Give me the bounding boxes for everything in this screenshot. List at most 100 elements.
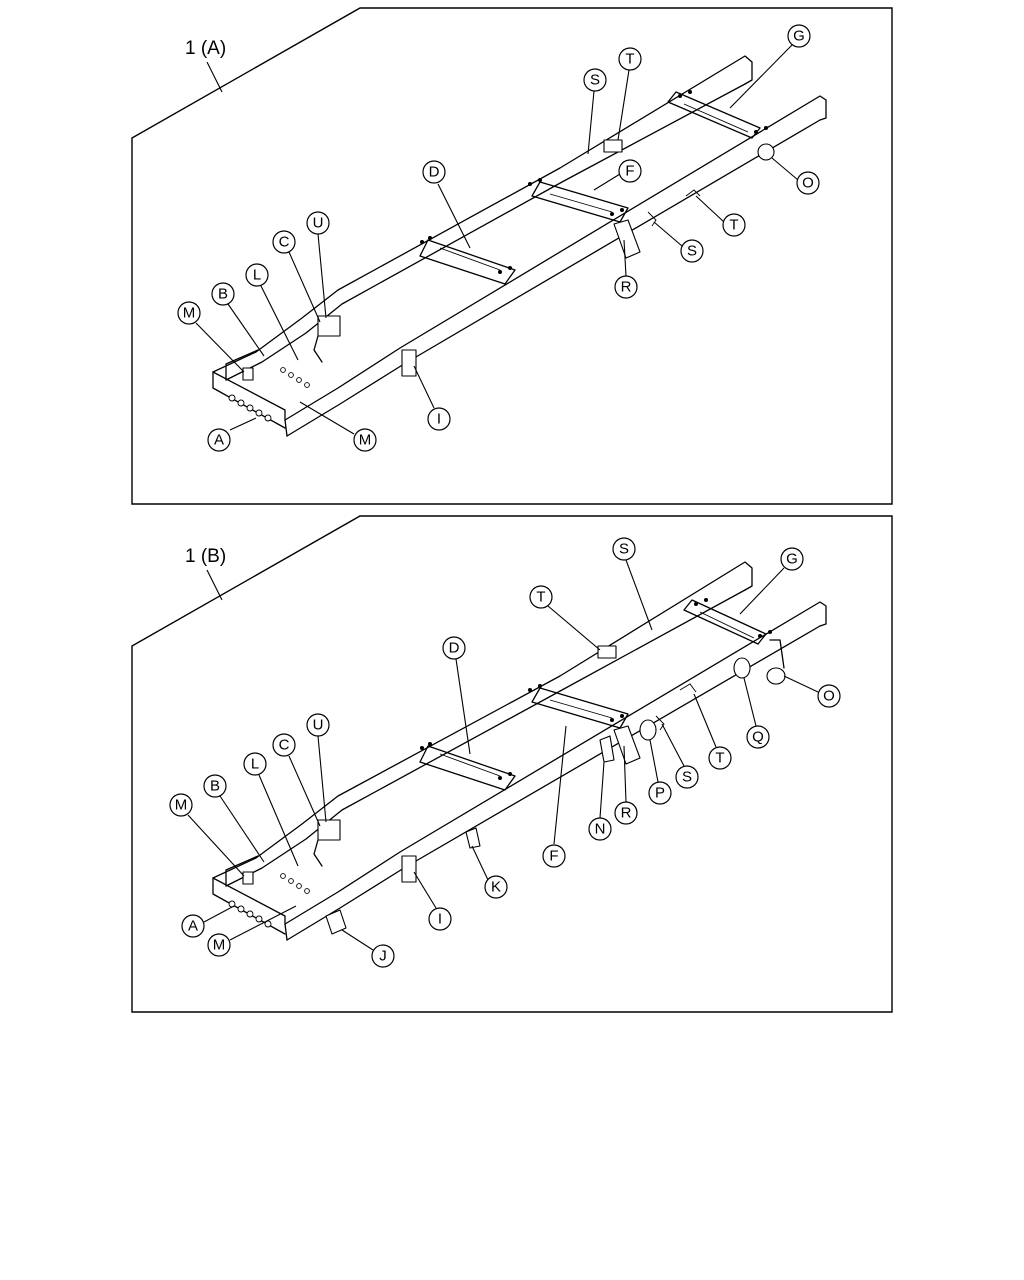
callout-s-bottom: S: [661, 723, 699, 789]
svg-text:C: C: [279, 234, 290, 251]
chassis-frame-b: [212, 561, 827, 941]
svg-text:L: L: [251, 756, 259, 773]
svg-text:I: I: [438, 911, 442, 928]
svg-text:U: U: [313, 215, 324, 232]
svg-text:S: S: [590, 72, 600, 89]
callout-c: C: [272, 733, 321, 827]
svg-text:N: N: [595, 821, 606, 838]
bracket-t-a: [603, 139, 623, 153]
svg-text:F: F: [625, 163, 634, 180]
callout-t-top: T: [529, 585, 601, 651]
rivets-b: [420, 598, 772, 780]
callout-r: R: [614, 745, 638, 825]
panel-a-frame: [131, 7, 893, 505]
svg-text:F: F: [549, 848, 558, 865]
callout-n: N: [588, 761, 612, 841]
part-o-b: [766, 667, 786, 685]
rivets-a: [420, 90, 768, 274]
callout-f: F: [542, 725, 567, 868]
svg-text:P: P: [655, 785, 665, 802]
bracket-u-a: [317, 315, 341, 337]
callout-d: D: [422, 160, 471, 249]
callout-m-top: M: [177, 301, 245, 373]
callout-c: C: [272, 230, 321, 323]
callout-s-top: S: [583, 68, 607, 155]
part-o-a: [757, 143, 775, 161]
svg-text:M: M: [359, 432, 372, 449]
bracket-r-a: [613, 219, 641, 259]
svg-text:M: M: [183, 305, 196, 322]
part-p-b: [639, 719, 657, 741]
callout-p: P: [648, 739, 672, 805]
callout-t-top: T: [617, 47, 642, 141]
svg-text:T: T: [715, 750, 724, 767]
callout-a: A: [207, 417, 257, 452]
part-q-b: [733, 657, 751, 679]
callout-a: A: [181, 905, 235, 938]
callout-m-bottom: M: [207, 905, 297, 957]
callout-i: I: [413, 871, 452, 931]
svg-text:S: S: [619, 541, 629, 558]
callout-l: L: [245, 263, 299, 361]
svg-text:B: B: [210, 778, 220, 795]
svg-text:Q: Q: [752, 729, 764, 746]
callout-g: G: [739, 547, 804, 615]
callout-r: R: [614, 239, 638, 299]
svg-text:M: M: [213, 937, 226, 954]
callout-j: J: [341, 929, 395, 968]
callout-b: B: [211, 282, 265, 357]
panel-b-title: 1 (B): [185, 546, 226, 567]
callouts-b: A B C D F: [169, 537, 841, 968]
bracket-m-a: [242, 367, 254, 381]
callout-o: O: [771, 157, 820, 195]
svg-text:R: R: [621, 279, 632, 296]
svg-text:U: U: [313, 717, 324, 734]
svg-text:S: S: [682, 769, 692, 786]
svg-text:L: L: [253, 267, 261, 284]
bracket-i-a: [401, 349, 417, 377]
callout-l: L: [243, 752, 299, 867]
callout-t-bottom: T: [695, 195, 746, 237]
callout-f: F: [593, 159, 642, 191]
svg-text:C: C: [279, 737, 290, 754]
svg-text:A: A: [214, 432, 224, 449]
bracket-j-b: [325, 909, 347, 935]
bracket-i-b: [401, 855, 417, 883]
callout-m-top: M: [169, 793, 245, 877]
bracket-t-b: [597, 645, 617, 659]
front-crossmember-holes: [228, 367, 310, 422]
bracket-r-b: [613, 725, 641, 765]
svg-text:D: D: [449, 640, 460, 657]
svg-text:T: T: [536, 589, 545, 606]
callout-u: U: [306, 713, 330, 823]
panel-a-title: 1 (A): [185, 38, 226, 59]
callouts-a: A B C D F: [177, 24, 820, 452]
svg-text:T: T: [625, 51, 634, 68]
svg-text:S: S: [687, 243, 697, 260]
panel-b: 1 (B): [131, 515, 893, 1013]
callout-u: U: [306, 211, 330, 319]
svg-text:O: O: [823, 688, 835, 705]
svg-text:K: K: [491, 879, 501, 896]
callout-k: K: [471, 845, 508, 899]
callout-s-top: S: [612, 537, 653, 631]
callout-g: G: [729, 24, 811, 109]
callout-i: I: [413, 365, 451, 431]
front-crossmember-holes-b: [228, 873, 310, 928]
callout-t-bottom: T: [693, 693, 732, 770]
callout-s-bottom: S: [653, 221, 704, 263]
svg-text:G: G: [786, 551, 798, 568]
svg-text:I: I: [437, 411, 441, 428]
bracket-u-b: [317, 819, 341, 841]
bracket-k-b: [465, 827, 481, 849]
svg-text:A: A: [188, 918, 198, 935]
svg-text:R: R: [621, 805, 632, 822]
callout-m-bottom: M: [299, 401, 377, 452]
svg-text:G: G: [793, 28, 805, 45]
callout-d: D: [442, 636, 471, 755]
svg-text:T: T: [729, 217, 738, 234]
bracket-n-b: [599, 735, 615, 763]
callout-q: Q: [743, 677, 770, 749]
svg-text:B: B: [218, 286, 228, 303]
